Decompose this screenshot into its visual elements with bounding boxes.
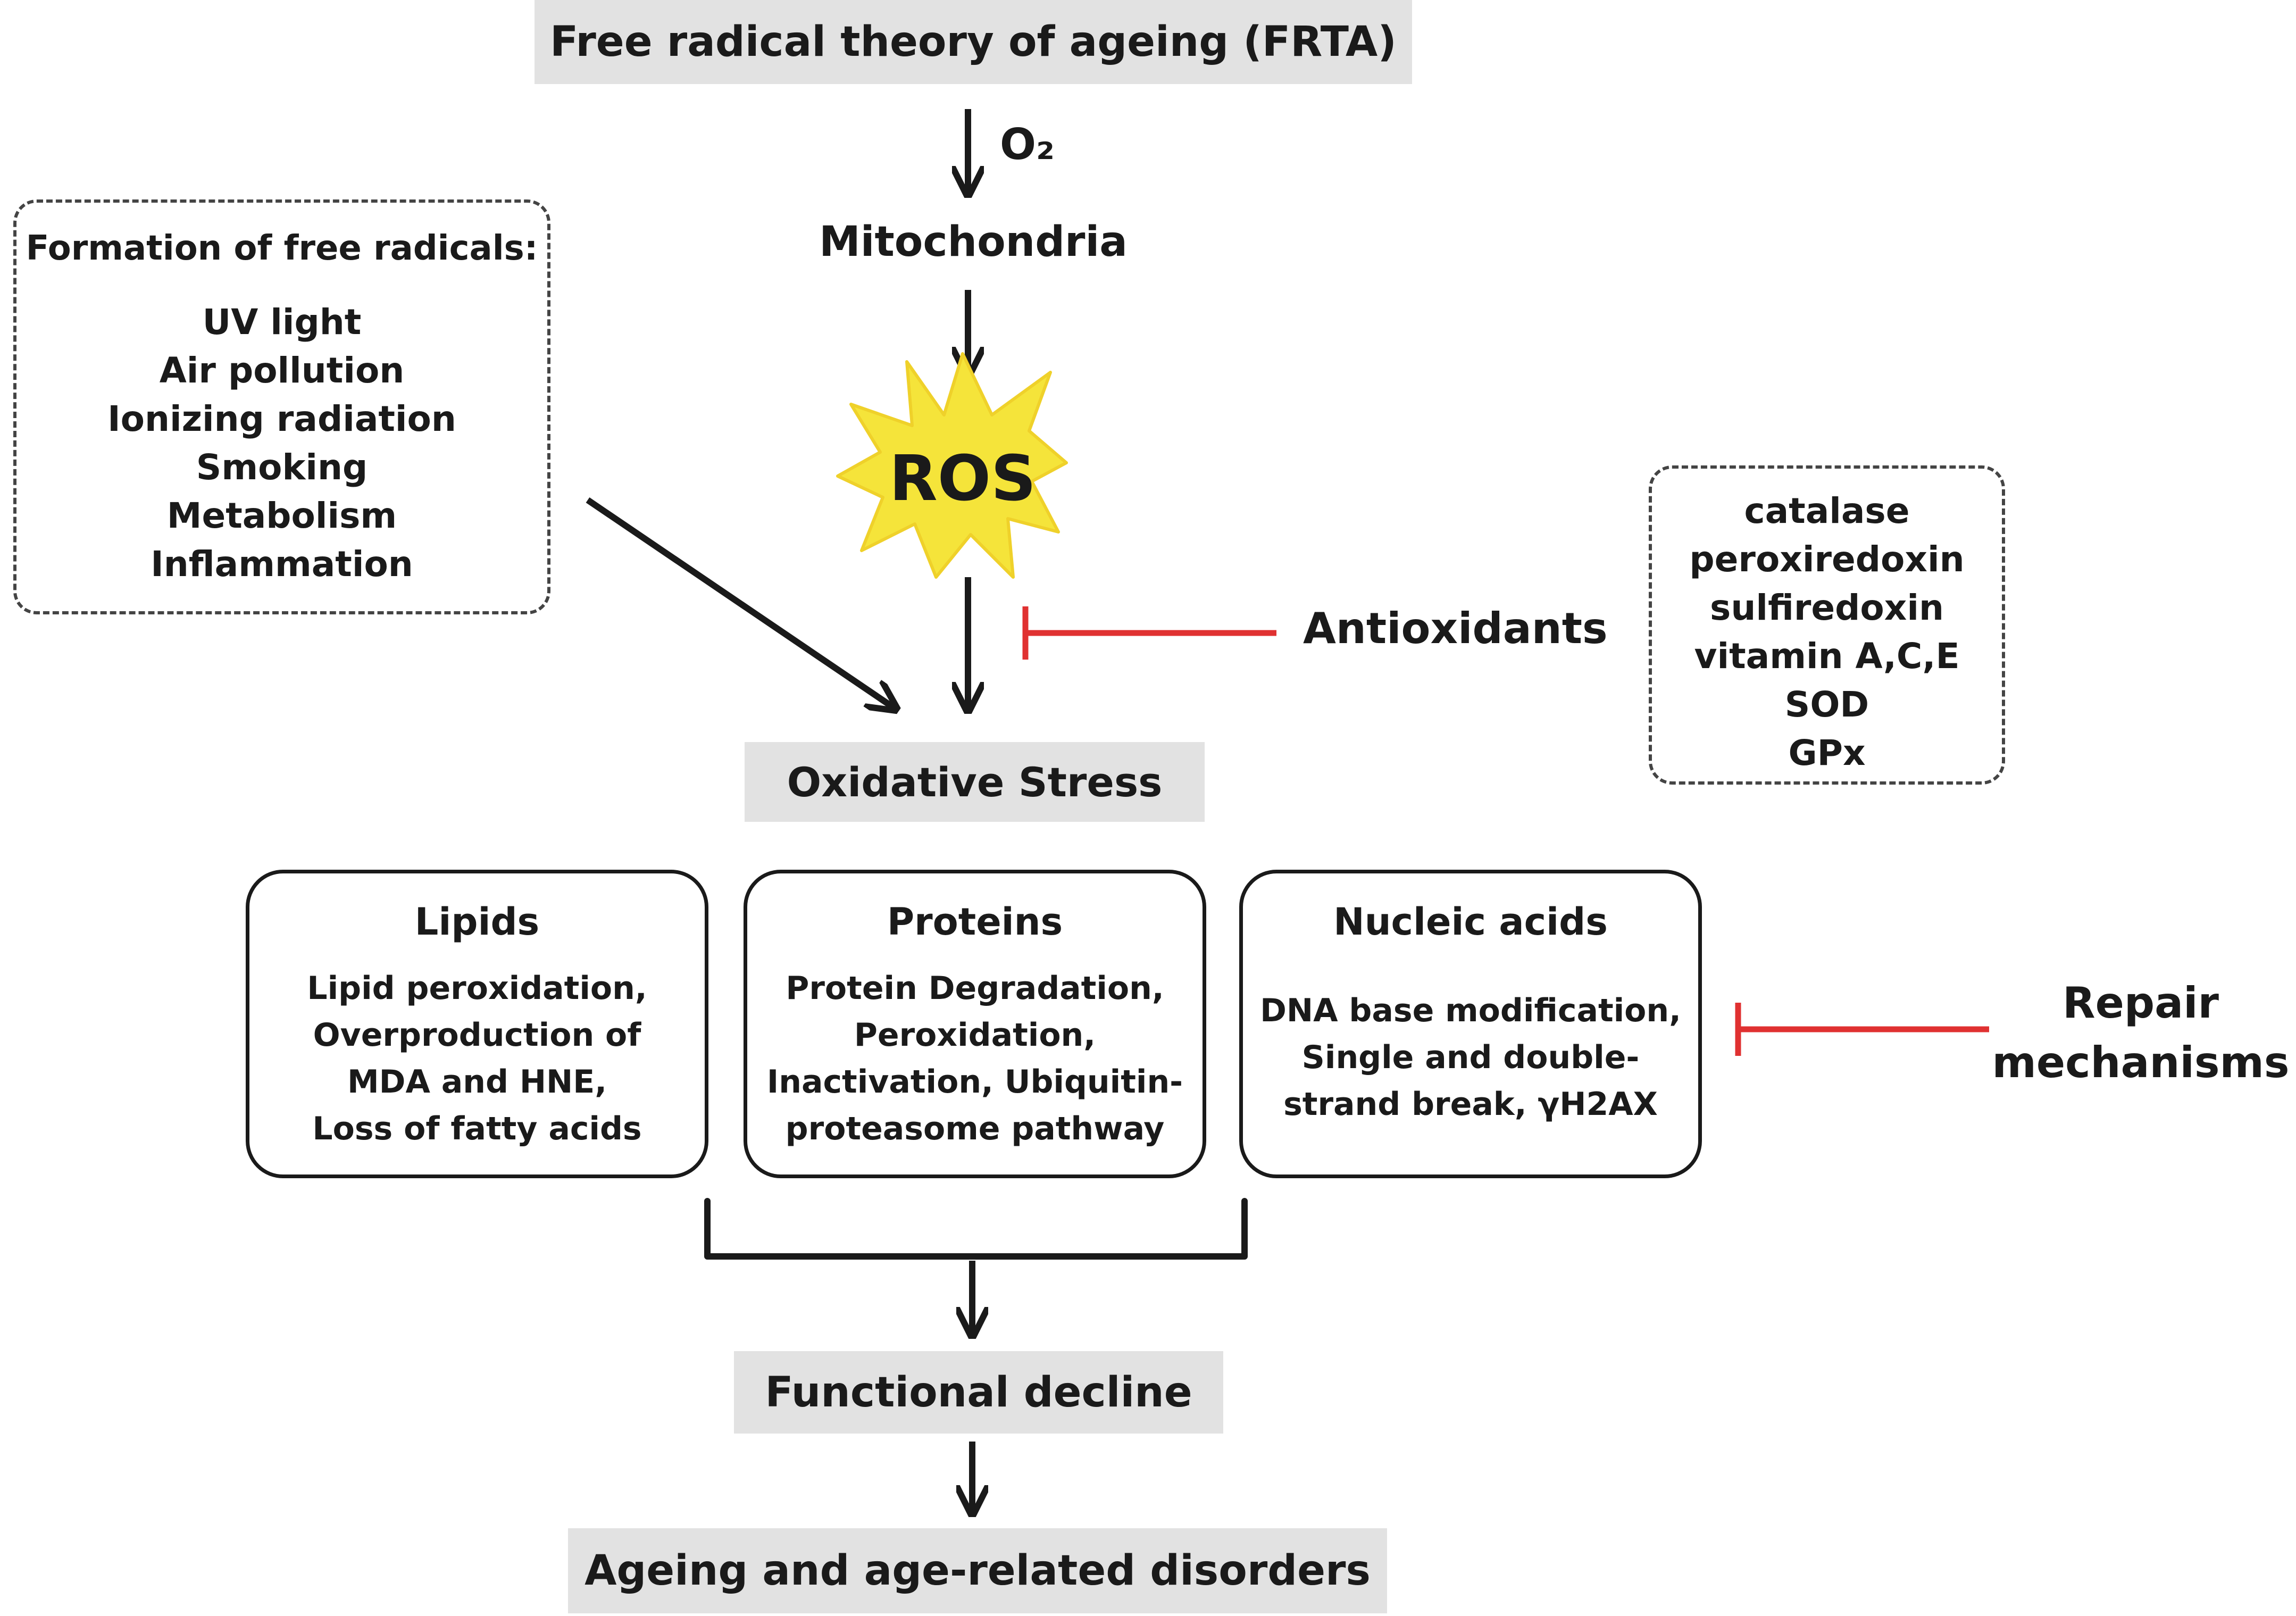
- lipids-card: Lipids Lipid peroxidation, Overproductio…: [246, 870, 708, 1178]
- ros-label: ROS: [889, 442, 1037, 515]
- antioxidant-item: catalase: [1744, 490, 1910, 531]
- lipids-body: Lipid peroxidation, Overproduction of MD…: [307, 970, 647, 1147]
- sources-heading: Formation of free radicals:: [26, 229, 538, 268]
- lipids-title: Lipids: [414, 900, 540, 944]
- antioxidants-label: Antioxidants: [1303, 604, 1608, 653]
- mitochondria-label: Mitochondria: [819, 218, 1128, 266]
- nucleic-acids-body: DNA base modification, Single and double…: [1260, 992, 1681, 1123]
- antioxidant-list-box: [1649, 465, 2005, 785]
- antioxidant-item: vitamin A,C,E: [1694, 636, 1960, 677]
- arrow-sources-to-stress: [586, 497, 894, 707]
- ros-starburst: [836, 352, 1068, 579]
- proteins-body: Protein Degradation, Peroxidation, Inact…: [766, 970, 1183, 1147]
- title-text: Free radical theory of ageing (FRTA): [550, 18, 1397, 66]
- outcome-label: Ageing and age-related disorders: [585, 1547, 1371, 1595]
- antioxidant-item: sulfiredoxin: [1710, 587, 1944, 628]
- sources-list: UV light Air pollution Ionizing radiatio…: [13, 298, 550, 588]
- source-item: UV light: [202, 302, 362, 343]
- nucleic-acids-card: Nucleic acids DNA base modification, Sin…: [1239, 870, 1702, 1178]
- free-radical-sources-box: [13, 199, 550, 614]
- proteins-card: Proteins Protein Degradation, Peroxidati…: [744, 870, 1206, 1178]
- antioxidant-item: peroxiredoxin: [1689, 539, 1965, 580]
- source-item: Metabolism: [166, 495, 397, 536]
- nucleic-acids-title: Nucleic acids: [1333, 900, 1608, 944]
- antioxidant-item: SOD: [1784, 684, 1869, 725]
- functional-decline-box: Functional decline: [734, 1351, 1223, 1434]
- source-item: Ionizing radiation: [107, 398, 456, 439]
- bracket-lipids-proteins: [704, 1198, 1248, 1260]
- repair-line2: mechanisms: [1992, 1038, 2290, 1087]
- source-item: Inflammation: [151, 544, 413, 585]
- oxidative-stress-box: Oxidative Stress: [745, 742, 1205, 822]
- source-item: Air pollution: [159, 350, 405, 391]
- functional-decline-label: Functional decline: [765, 1368, 1192, 1417]
- oxygen-label: O₂: [1000, 120, 1055, 169]
- antioxidant-item: GPx: [1788, 732, 1866, 773]
- proteins-title: Proteins: [887, 900, 1063, 944]
- title-box: Free radical theory of ageing (FRTA): [535, 0, 1412, 84]
- outcome-box: Ageing and age-related disorders: [568, 1528, 1387, 1613]
- repair-line1: Repair: [2063, 978, 2219, 1028]
- antioxidant-list: catalase peroxiredoxin sulfiredoxin vita…: [1649, 487, 2005, 777]
- repair-label: Repair mechanisms: [1992, 973, 2290, 1093]
- oxidative-stress-label: Oxidative Stress: [787, 758, 1163, 806]
- source-item: Smoking: [196, 447, 368, 488]
